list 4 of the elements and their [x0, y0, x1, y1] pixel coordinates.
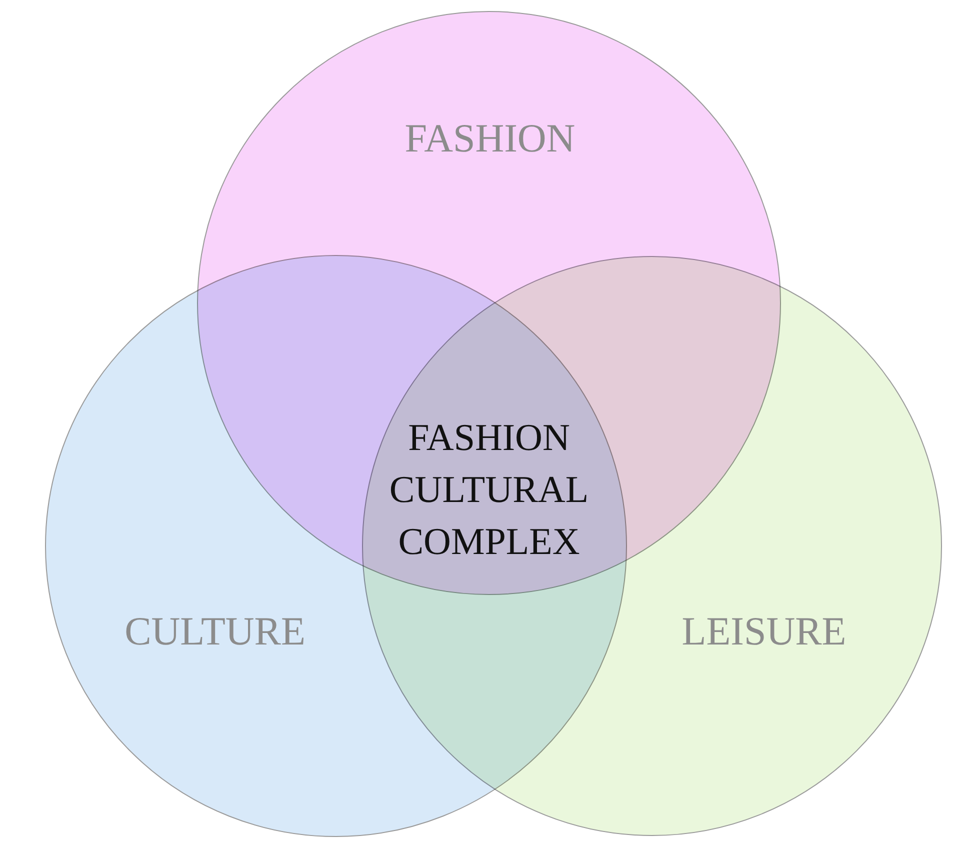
circle-label: FASHION — [404, 114, 576, 162]
circle-label: CULTURE — [124, 608, 306, 654]
intersection-label: FASHION CULTURAL COMPLEX — [388, 416, 590, 565]
circle-label: LEISURE — [682, 608, 846, 654]
